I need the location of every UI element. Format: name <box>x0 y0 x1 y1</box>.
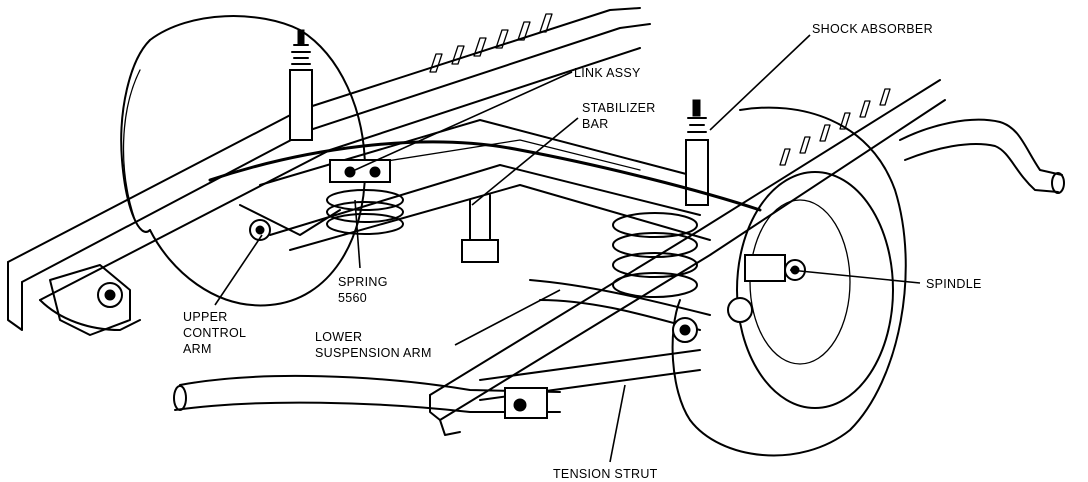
crossmember <box>259 119 711 251</box>
right-coil-spring <box>612 212 698 298</box>
label-lower-suspension-arm-line1: LOWER <box>315 330 362 344</box>
label-upper-control-arm-line3: ARM <box>183 342 212 356</box>
label-shock-absorber: SHOCK ABSORBER <box>812 22 933 36</box>
label-stabilizer-bar-line1: STABILIZER <box>582 101 656 115</box>
label-link-assy: LINK ASSY <box>574 66 641 80</box>
right-frame-rail <box>429 79 946 436</box>
label-upper-control-arm-line1: UPPER <box>183 310 228 324</box>
link-assy <box>329 159 391 183</box>
leader-lines <box>214 34 921 463</box>
lower-suspension-arm <box>529 279 711 343</box>
label-stabilizer-bar-line2: BAR <box>582 117 609 131</box>
label-spindle: SPINDLE <box>926 277 982 291</box>
left-coil-spring <box>326 189 404 235</box>
exhaust-pipe <box>899 118 1065 194</box>
label-spring-line1: SPRING <box>338 275 388 289</box>
label-upper-control-arm-line2: CONTROL <box>183 326 246 340</box>
left-knuckle <box>49 264 131 336</box>
label-lower-suspension-arm-line2: SUSPENSION ARM <box>315 346 432 360</box>
label-spring-line2: 5560 <box>338 291 367 305</box>
stabilizer-bar <box>208 140 762 263</box>
labels: SHOCK ABSORBER LINK ASSY STABILIZER BAR … <box>183 22 982 481</box>
upper-control-arm <box>239 204 341 241</box>
left-shock-absorber <box>289 29 313 141</box>
tension-strut <box>173 349 701 419</box>
label-tension-strut: TENSION STRUT <box>553 467 658 481</box>
